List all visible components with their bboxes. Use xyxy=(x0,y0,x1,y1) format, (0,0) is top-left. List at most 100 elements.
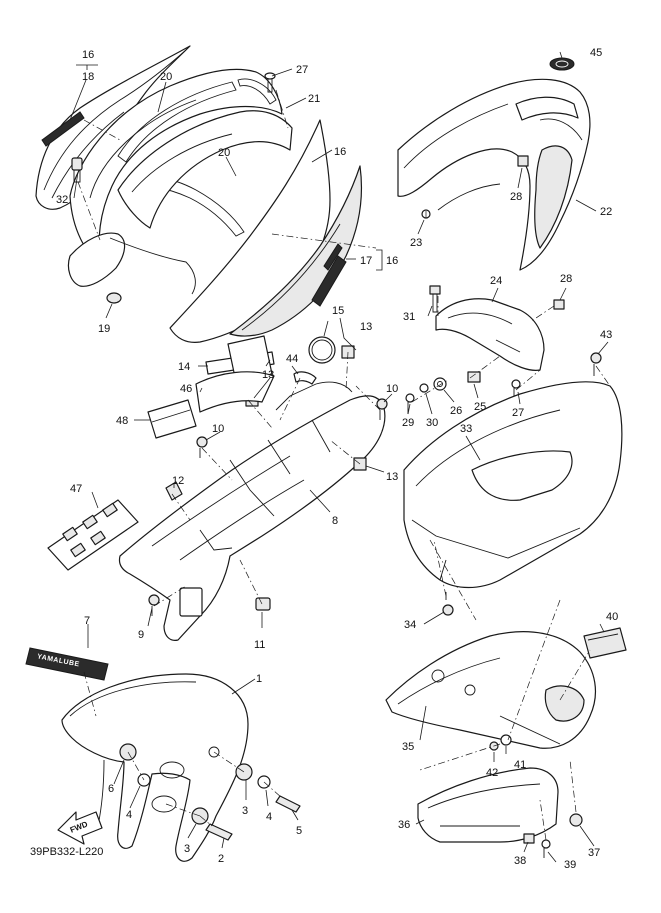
mudguard-stay-8 xyxy=(118,381,386,641)
callout-40: 40 xyxy=(606,611,618,623)
screw-34 xyxy=(442,592,454,616)
mat-47 xyxy=(47,499,139,571)
collar-41 xyxy=(500,734,512,746)
callout-31: 31 xyxy=(403,311,415,323)
callout-18: 18 xyxy=(82,71,94,83)
clip-12 xyxy=(165,481,183,501)
callout-29: 29 xyxy=(402,417,414,429)
diagram-code: 39PB332-L220 xyxy=(30,846,103,858)
callout-13-mid: 13 xyxy=(262,369,274,381)
callout-24: 24 xyxy=(490,275,502,287)
reflector-40 xyxy=(583,627,627,659)
callout-45: 45 xyxy=(590,47,602,59)
callout-11: 11 xyxy=(254,639,265,651)
callout-5: 5 xyxy=(296,825,302,837)
leader-lines xyxy=(69,51,609,863)
callout-42: 42 xyxy=(486,767,498,779)
ring-15 xyxy=(308,336,336,364)
emblem-7 xyxy=(25,647,109,681)
rear-fender-35 xyxy=(385,631,597,749)
nut-28-top xyxy=(517,155,529,167)
callout-38: 38 xyxy=(514,855,526,867)
callout-2: 2 xyxy=(218,853,224,865)
cover-46 xyxy=(195,371,275,413)
callout-13-lower: 13 xyxy=(386,471,398,483)
nut-28-right xyxy=(553,299,565,310)
callout-labels: 16 18 20 27 21 20 16 17 16 32 19 45 28 2… xyxy=(30,47,618,871)
callout-26: 26 xyxy=(450,405,462,417)
callout-30: 30 xyxy=(426,417,438,429)
screw-10-left xyxy=(196,436,208,458)
callout-8: 8 xyxy=(332,515,338,527)
callout-43: 43 xyxy=(600,329,612,341)
callout-20-top: 20 xyxy=(160,71,172,83)
tail-cowl-22 xyxy=(397,78,591,271)
fz-logo-left xyxy=(41,111,85,147)
grommet-37 xyxy=(569,813,583,827)
callout-12: 12 xyxy=(172,475,184,487)
bracket-24 xyxy=(435,298,545,371)
callout-36: 36 xyxy=(398,819,410,831)
grommet-26 xyxy=(433,377,447,391)
callout-4-right: 4 xyxy=(266,811,272,823)
callout-10-right: 10 xyxy=(386,383,398,395)
callout-19: 19 xyxy=(98,323,110,335)
callout-44: 44 xyxy=(286,353,298,365)
callout-22: 22 xyxy=(600,206,612,218)
callout-27-top: 27 xyxy=(296,64,308,76)
center-cover-21 xyxy=(117,110,293,229)
callout-16-top: 16 xyxy=(82,49,94,61)
damper-11 xyxy=(255,597,271,611)
callout-15: 15 xyxy=(332,305,344,317)
callout-32: 32 xyxy=(56,194,68,206)
emblem-45 xyxy=(549,57,575,71)
callout-4-left: 4 xyxy=(126,809,132,821)
callout-16-right: 16 xyxy=(386,255,398,267)
inner-trim-left xyxy=(67,232,196,295)
clip-32 xyxy=(71,157,83,183)
callout-28-top: 28 xyxy=(510,191,522,203)
pad-48 xyxy=(147,399,197,439)
callout-47: 47 xyxy=(70,483,82,495)
side-cover-right-16-17 xyxy=(169,119,363,343)
screw-39 xyxy=(541,839,551,858)
bolt-5 xyxy=(275,795,301,813)
callout-14: 14 xyxy=(178,361,190,373)
callout-21: 21 xyxy=(308,93,320,105)
nut-38 xyxy=(523,833,535,844)
screw-27-top xyxy=(264,72,276,93)
callout-37: 37 xyxy=(588,847,600,859)
screw-9 xyxy=(148,594,160,616)
clip-25 xyxy=(467,371,481,383)
fwd-arrow-icon: FWD xyxy=(57,811,103,845)
callout-3-right: 3 xyxy=(242,805,248,817)
callout-13-top: 13 xyxy=(360,321,372,333)
callout-41: 41 xyxy=(514,759,526,771)
callout-33: 33 xyxy=(460,423,472,435)
callout-27-mid: 27 xyxy=(512,407,524,419)
callout-10-left: 10 xyxy=(212,423,224,435)
phantom-lines xyxy=(77,89,611,841)
callout-23: 23 xyxy=(410,237,422,249)
callout-3-lower: 3 xyxy=(184,843,190,855)
callout-1: 1 xyxy=(256,673,262,685)
grommet-19 xyxy=(106,292,122,304)
callout-20-mid: 20 xyxy=(218,147,230,159)
fz-logo-right xyxy=(311,243,347,307)
callout-34: 34 xyxy=(404,619,416,631)
callout-46: 46 xyxy=(180,383,192,395)
band-14 xyxy=(205,335,275,383)
callout-35: 35 xyxy=(402,741,414,753)
rear-panel-33 xyxy=(403,381,623,589)
callout-16-mid: 16 xyxy=(334,146,346,158)
collar-3-right xyxy=(235,763,253,781)
collar-30 xyxy=(419,383,429,393)
screw-43 xyxy=(590,352,602,376)
bolt-31 xyxy=(429,285,441,313)
callout-6: 6 xyxy=(108,783,114,795)
license-bracket-36 xyxy=(417,767,559,843)
bolt-2 xyxy=(205,823,233,841)
callout-9: 9 xyxy=(138,629,144,641)
callout-7: 7 xyxy=(84,615,90,627)
callout-25: 25 xyxy=(474,401,486,413)
